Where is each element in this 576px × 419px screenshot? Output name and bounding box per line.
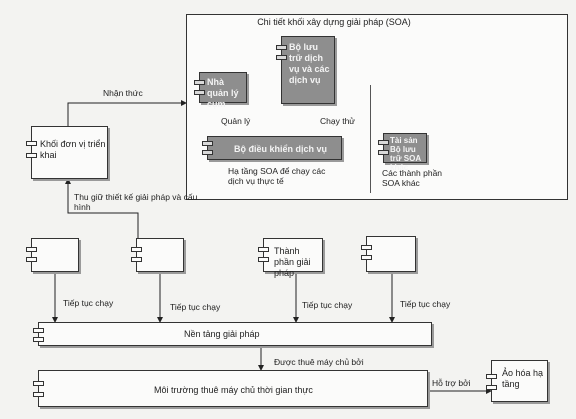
capture-label: Thu giữ thiết kế giải pháp và cấu hình: [74, 192, 198, 212]
service-controller-node: Bộ điều khiển dịch vụ: [202, 136, 342, 160]
port-icon: [361, 245, 372, 250]
service-store-node: Bộ lưu trữ dịch vụ và các dịch vụ: [276, 36, 335, 104]
hosting-label: Môi trường thuê máy chủ thời gian thực: [154, 385, 313, 395]
deploy-unit-node: Khối đơn vị triển khai: [26, 126, 108, 179]
port-icon: [258, 247, 269, 252]
continue-label: Tiếp tục chạy: [63, 298, 114, 308]
solution-component-label: Thành phần giải pháp: [274, 246, 311, 278]
other-soa-label: Tài sản Bộ lưu trữ SOA khác: [390, 136, 421, 172]
component-node: [26, 238, 79, 272]
other-soa-node: Tài sản Bộ lưu trữ SOA khác: [378, 133, 427, 172]
port-icon: [26, 257, 37, 262]
cluster-manager-label: Nhà quản lý cụm: [207, 77, 239, 109]
port-icon: [26, 153, 37, 158]
supported-by-label: Hỗ trợ bởi: [432, 378, 471, 388]
port-icon: [258, 257, 269, 262]
port-icon: [194, 80, 205, 85]
infra-caption: Hạ tầng SOA để chạy các dịch vụ thực tế: [228, 166, 326, 186]
port-icon: [33, 337, 44, 342]
soa-panel-title: Chi tiết khối xây dựng giải pháp (SOA): [257, 17, 411, 27]
service-store-label: Bộ lưu trữ dịch vụ và các dịch vụ: [289, 42, 330, 85]
continue-label: Tiếp tục chạy: [302, 300, 353, 310]
soa-panel: Chi tiết khối xây dựng giải pháp (SOA): [186, 14, 568, 200]
other-soa-caption: Các thành phần SOA khác: [382, 168, 443, 188]
hosting-node: Môi trường thuê máy chủ thời gian thực: [33, 370, 428, 407]
hosted-by-label: Được thuê máy chủ bởi: [274, 357, 364, 367]
component-node: [361, 236, 416, 272]
service-controller-label: Bộ điều khiển dịch vụ: [234, 144, 328, 154]
port-icon: [378, 140, 389, 145]
infra-virtualization-label: Ảo hóa hạ tầng: [502, 368, 544, 389]
run-test-label: Chạy thử: [320, 116, 355, 126]
port-icon: [276, 55, 287, 60]
deploy-unit-label: Khối đơn vị triển khai: [40, 139, 106, 160]
port-icon: [194, 90, 205, 95]
soa-divider: [370, 85, 371, 193]
solution-component-node: Thành phần giải pháp: [258, 238, 323, 278]
port-icon: [131, 257, 142, 262]
continue-label: Tiếp tục chạy: [170, 302, 221, 312]
port-icon: [131, 247, 142, 252]
port-icon: [33, 392, 44, 397]
cluster-manager-node: Nhà quản lý cụm: [194, 72, 247, 109]
platform-label: Nền tảng giải pháp: [184, 329, 260, 339]
port-icon: [276, 45, 287, 50]
port-icon: [486, 385, 497, 390]
port-icon: [202, 141, 213, 146]
aware-label: Nhận thức: [103, 88, 143, 98]
port-icon: [33, 328, 44, 333]
infra-virtualization-node: Ảo hóa hạ tầng: [486, 360, 548, 402]
port-icon: [26, 141, 37, 146]
continue-label: Tiếp tục chạy: [400, 299, 451, 309]
port-icon: [361, 255, 372, 260]
port-icon: [486, 374, 497, 379]
platform-node: Nền tảng giải pháp: [33, 322, 432, 346]
port-icon: [378, 150, 389, 155]
manage-label: Quản lý: [221, 116, 251, 126]
port-icon: [33, 381, 44, 386]
component-node: [131, 238, 184, 272]
port-icon: [202, 150, 213, 155]
port-icon: [26, 247, 37, 252]
